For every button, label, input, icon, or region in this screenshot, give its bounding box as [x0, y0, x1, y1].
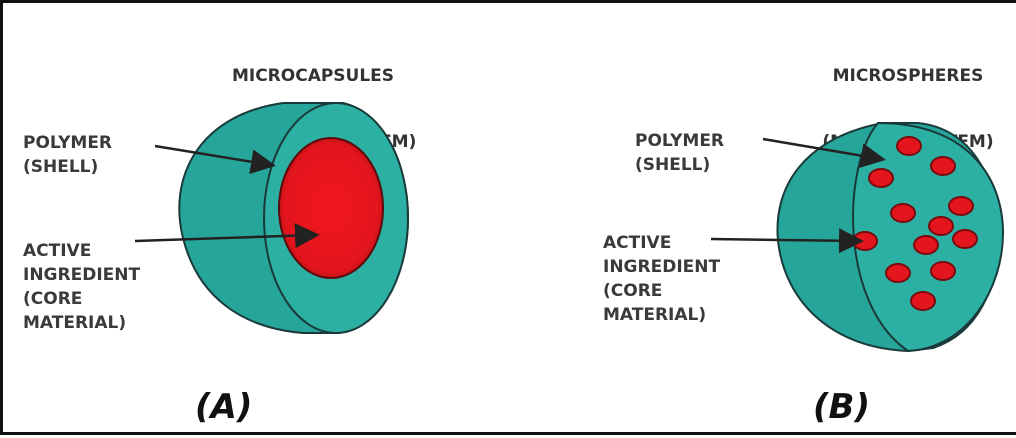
core-dot: [911, 292, 935, 310]
core-dot: [914, 236, 938, 254]
microcapsule-core: [279, 138, 383, 278]
core-dot: [953, 230, 977, 248]
core-dot: [886, 264, 910, 282]
microsphere-shape: [777, 123, 1003, 351]
core-dot: [931, 262, 955, 280]
core-dot: [891, 204, 915, 222]
core-dot: [931, 157, 955, 175]
microcapsule-shape: [179, 103, 408, 333]
core-dot: [869, 169, 893, 187]
core-dot: [929, 217, 953, 235]
core-dot: [897, 137, 921, 155]
core-dot: [949, 197, 973, 215]
diagram-graphics: [3, 3, 1016, 438]
